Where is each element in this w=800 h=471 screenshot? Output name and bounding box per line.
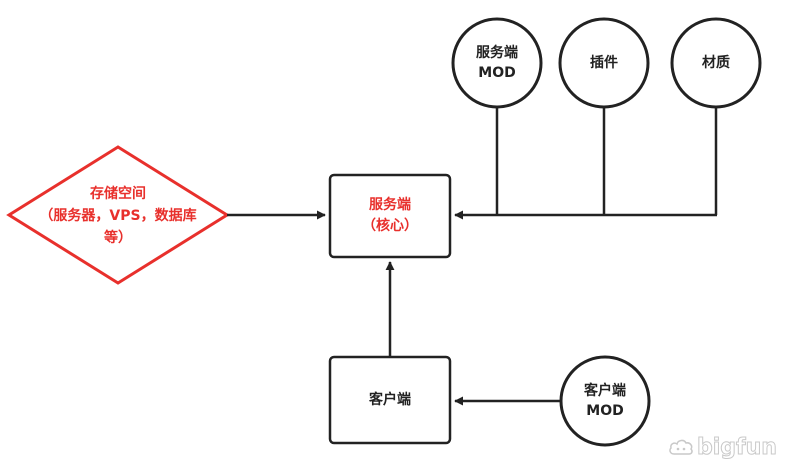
- watermark-text: bigfun: [697, 434, 778, 460]
- server-mod-circle: [451, 17, 543, 109]
- storage-diamond: [6, 145, 230, 285]
- bigfun-watermark: bigfun: [668, 430, 796, 464]
- cloud-logo-icon: [669, 439, 693, 455]
- plugin-circle: [558, 17, 650, 109]
- server-core-box: [328, 173, 452, 259]
- client-mod-circle: [559, 355, 651, 447]
- material-circle: [670, 17, 762, 109]
- client-box: [328, 355, 452, 445]
